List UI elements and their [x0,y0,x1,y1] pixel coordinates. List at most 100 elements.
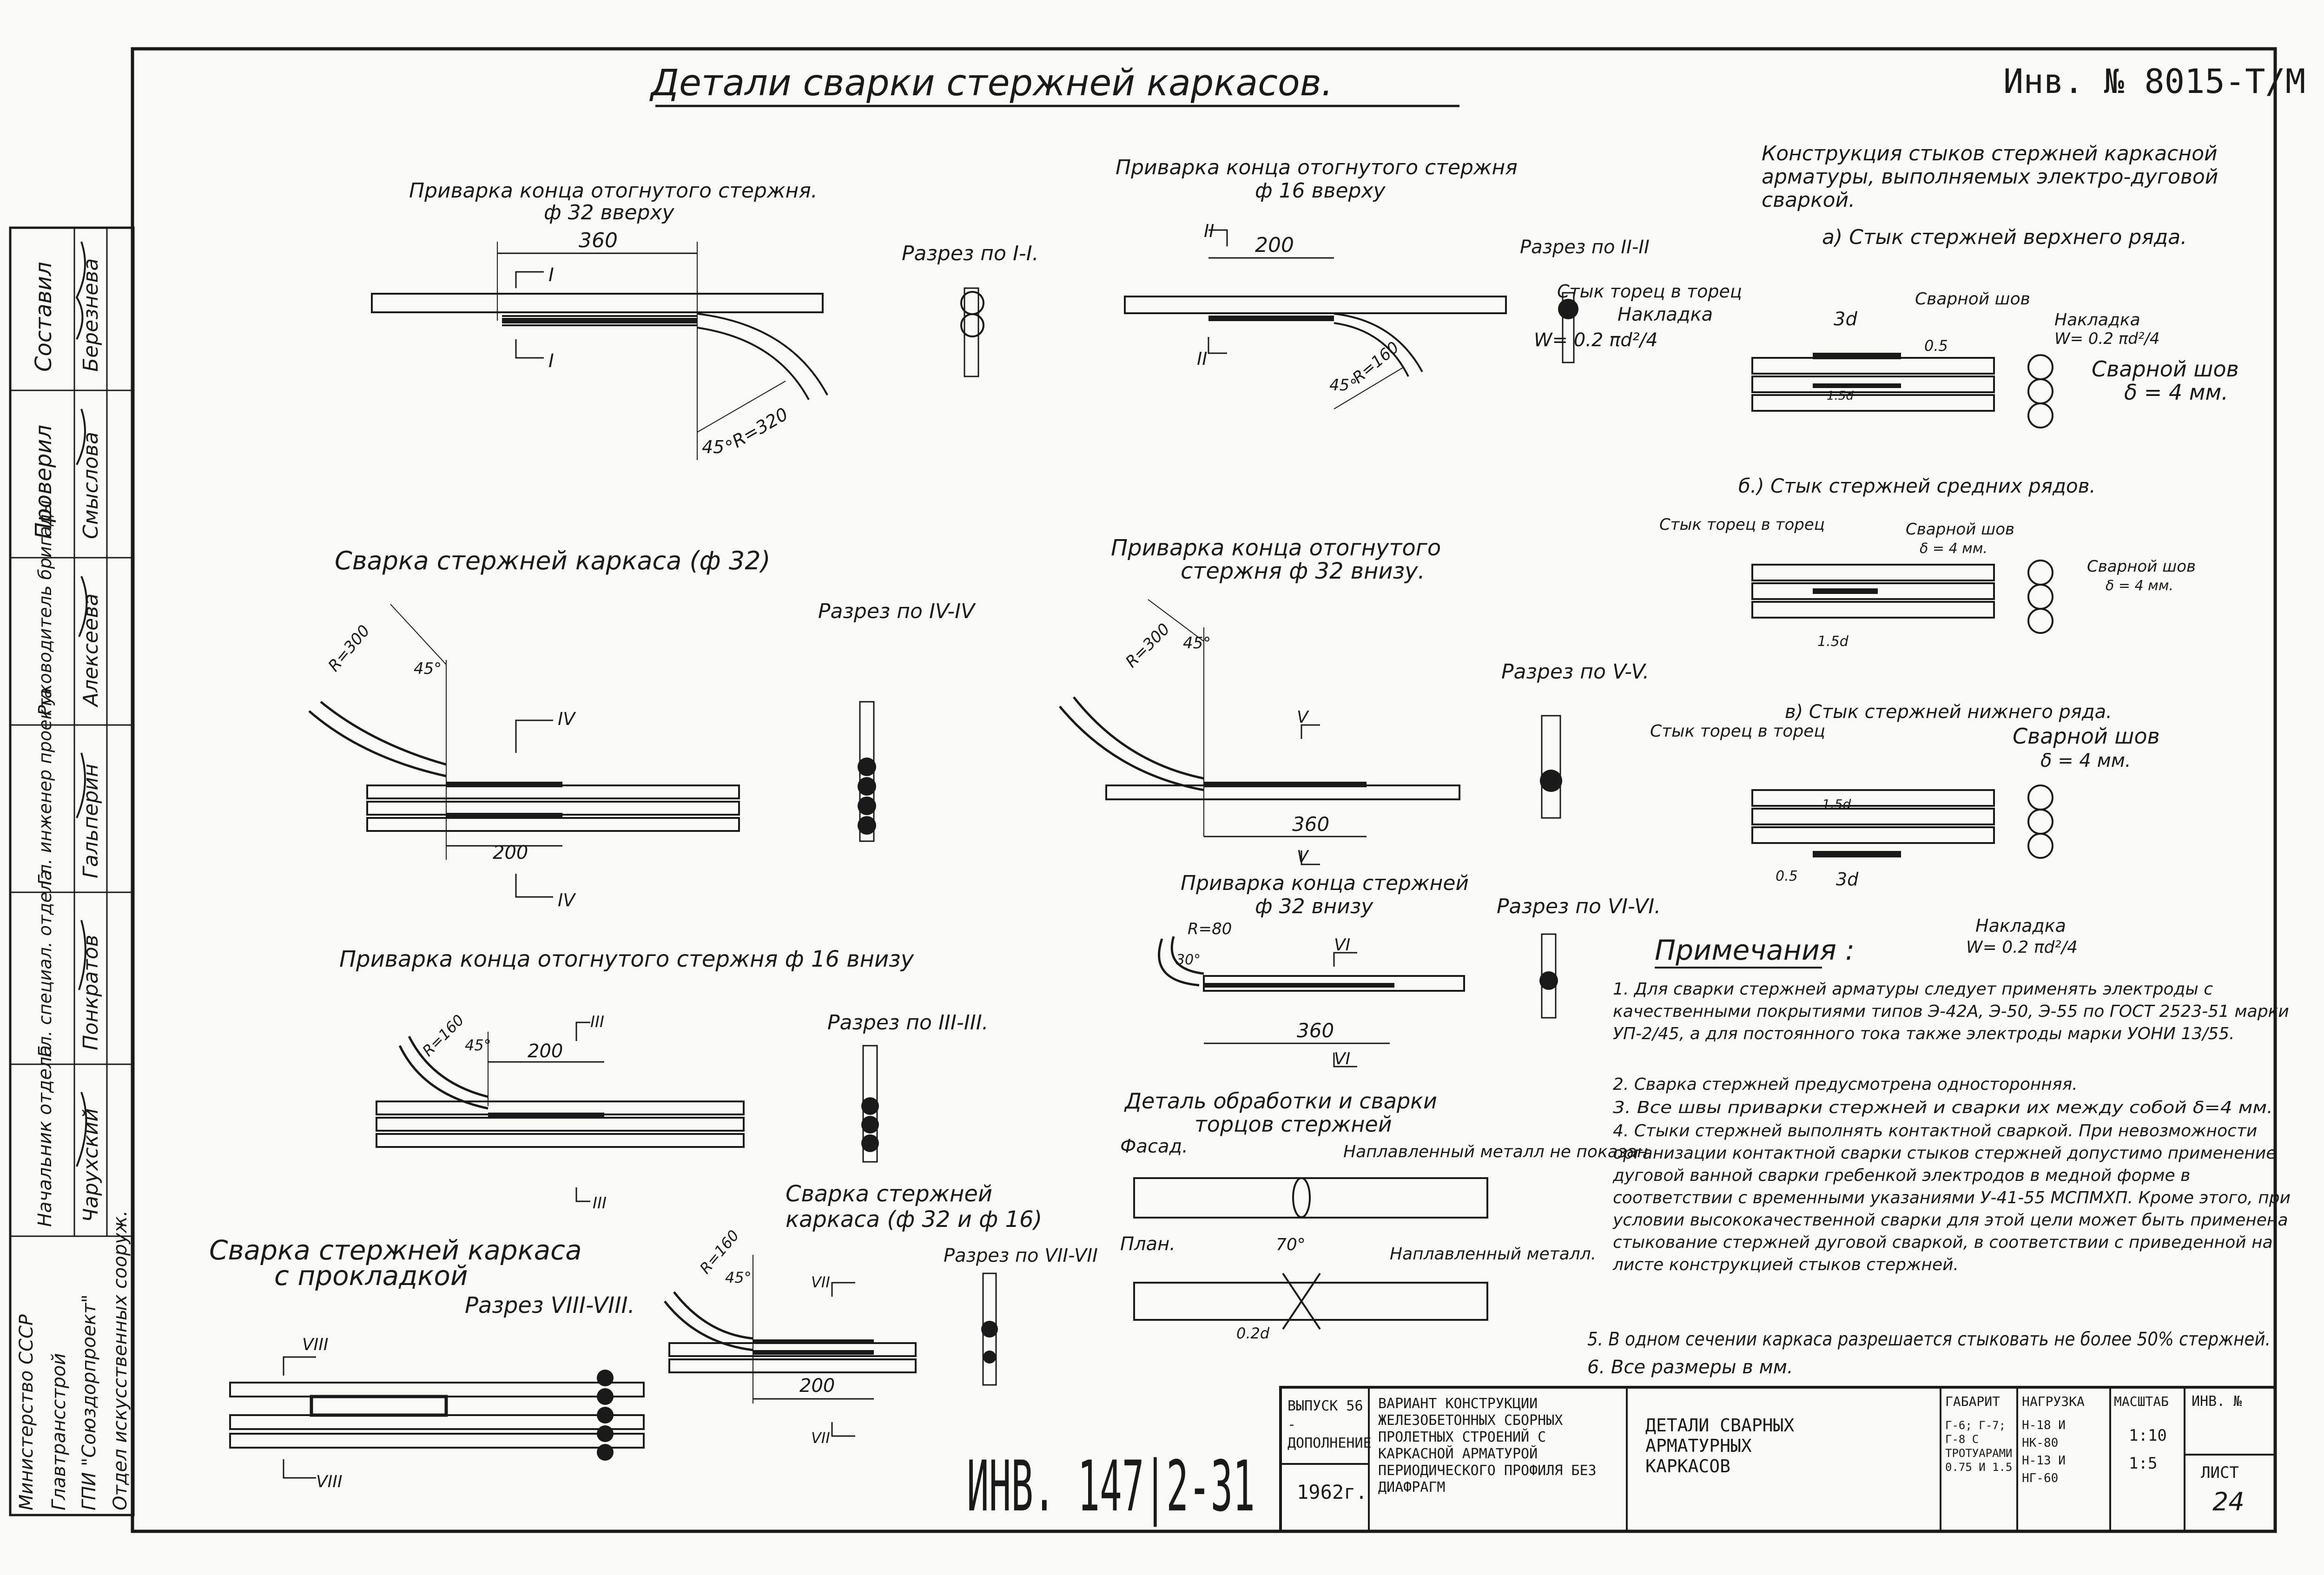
d4-subtitle: стержня ф 32 внизу. [1181,558,1425,584]
section-7: Разрез по VII-VII [944,1245,1098,1386]
d2-sec-top: II [1204,221,1214,241]
s5-title: Разрез по V-V. [1501,660,1649,684]
d9-weld-metal-2: Наплавленный металл. [1390,1245,1596,1264]
d7-sec-top: VII [811,1273,830,1291]
d6-angle: 30° [1176,952,1201,968]
d8-title: Сварка стержней каркаса [209,1234,582,1266]
d6-radius: R=80 [1188,920,1232,938]
d1-radius: R=320 [729,404,792,452]
d6-sec-top: VI [1334,936,1350,955]
d6-sec-bot: VI [1334,1049,1350,1068]
d2-dim: 200 [1255,233,1294,257]
note-3: 3. Все швы приварки стержней и сварки их… [1613,1098,2273,1117]
stamp-name-4: Гальперин [79,764,103,878]
joint-b-15d: 1.5d [1817,633,1849,650]
joint-c-15d: 1.5d [1822,797,1851,812]
joint-b-thk: δ = 4 мм. [1920,540,1987,557]
d2-subtitle: ф 16 вверху [1255,179,1386,203]
side-stamp: Составил Березнева Проверил Смыслова Рук… [9,226,135,1516]
detail-2: Приварка конца отогнутого стержня ф 16 в… [1116,156,1518,409]
d2-sec-bot: II [1197,349,1207,369]
s1-title: Разрез по I-I. [902,242,1039,265]
joint-c-seam: Сварной шов [2013,724,2160,749]
d9-dim-a: 0.2d [1236,1325,1270,1342]
s4-title: Разрез по IV-IV [818,600,976,623]
d3-radius: R=300 [324,622,374,675]
joint-a-seam: Сварной шов [1915,290,2030,309]
s6-title: Разрез по VI-VI. [1497,895,1661,918]
d6-title: Приварка конца стержней [1181,871,1469,895]
tb-sheet-head: ЛИСТ [2201,1463,2239,1482]
d1-sec-bot: I [548,350,554,372]
stamp-role-5: Гл. специал. отдела [35,870,55,1057]
stamp-role-6: Начальник отдела [34,1045,56,1227]
s8-title: Разрез VIII-VIII. [465,1292,635,1318]
joint-a-formula: W= 0.2 πd²/4 [1534,329,1658,351]
d7-title: Сварка стержней [786,1181,992,1207]
joint-b-title: б.) Стык стержней средних рядов. [1738,474,2096,497]
joint-a-butt: Стык торец в торец [1557,281,1742,302]
stamp-name-3: Алексеева [79,593,103,708]
d3-dim: 200 [493,842,528,863]
inventory-number: Инв. № 8015-T/M [2003,62,2305,101]
section-4: Разрез по IV-IV [818,600,976,842]
d2-radius: R=160 [1349,338,1402,387]
note-6: 6. Все размеры в мм. [1587,1357,1793,1378]
d4-radius: R=300 [1122,620,1174,672]
d5-radius: R=160 [419,1011,468,1060]
stamp-signatures [75,241,88,1167]
joint-c-title: в) Стык стержней нижнего ряда. [1785,701,2112,723]
note-2: 2. Сварка стержней предусмотрена односто… [1613,1075,2078,1094]
d2-angle: 45° [1329,376,1357,395]
note-4: 4. Стыки стержней выполнять контактной с… [1612,1121,2291,1274]
d9-plan: План. [1120,1233,1175,1255]
d7-sec-bot: VII [811,1429,830,1447]
d3-title: Сварка стержней каркаса (ф 32) [335,546,771,575]
stamp-org-2: Главтрансстрой [48,1353,70,1510]
joint-a-overlay-r: Накладка [2054,310,2140,329]
joint-b-seam: Сварной шов [1906,520,2014,539]
d9-weld-metal: Наплавленный металл не показан. [1343,1142,1653,1161]
d1-angle: 45° [702,437,733,457]
detail-5: Приварка конца отогнутого стержня ф 16 в… [339,946,914,1213]
stamp-role-4: Гл. инженер проекта [35,688,55,885]
joint-a-05: 0.5 [1924,337,1948,355]
joint-c-thk: δ = 4 мм. [2040,750,2131,771]
d6-dim: 360 [1297,1019,1334,1042]
d4-dim: 360 [1292,813,1329,836]
d9-subtitle: торцов стержней [1195,1112,1392,1137]
note-5: 5. В одном сечении каркаса разрешается с… [1587,1329,2271,1350]
d5-title: Приварка конца отогнутого стержня ф 16 в… [339,946,914,972]
d2-title: Приварка конца отогнутого стержня [1116,156,1518,179]
big-inventory-number: ИНВ. 147|2-31 [967,1446,1255,1527]
joint-a-title: а) Стык стержней верхнего ряда. [1822,225,2187,249]
d1-dim: 360 [579,229,618,252]
section-5: Разрез по V-V. [1501,660,1649,819]
d1-sec-top: I [548,264,554,286]
d3-sec-bot: IV [558,890,576,910]
joint-a-formula-r: W= 0.2 πd²/4 [2054,329,2160,348]
d4-sec-bot: V [1297,847,1309,866]
tb-gabarit-head: ГАБАРИТ [1945,1394,2000,1409]
s3-title: Разрез по III-III. [827,1011,989,1035]
stamp-org-3: ГПИ "Союздорпроект" [79,1294,100,1510]
title-block: ВЫПУСК 56-ДОПОЛНЕНИЕ 1962г. ВАРИАНТ КОНС… [967,1386,2277,1533]
d5-sec-top: III [590,1013,604,1031]
d5-dim: 200 [528,1041,563,1062]
notes-block: Примечания : 1. Для сварки стержней арма… [1587,934,2291,1378]
joint-c-formula: W= 0.2 πd²/4 [1966,938,2078,957]
d1-subtitle: ф 32 вверху [544,201,674,224]
joint-b-thk-r: δ = 4 мм. [2106,578,2173,594]
d8-sec-bot: VIII [316,1472,342,1491]
d7-angle: 45° [725,1269,752,1286]
d1-title: Приварка конца отогнутого стержня. [409,179,818,203]
tb-year: 1962г. [1297,1481,1367,1503]
detail-1: Приварка конца отогнутого стержня. ф 32 … [371,179,828,460]
joint-a-15d: 1.5d [1827,389,1854,403]
stamp-name-5: Понкратов [79,935,103,1050]
